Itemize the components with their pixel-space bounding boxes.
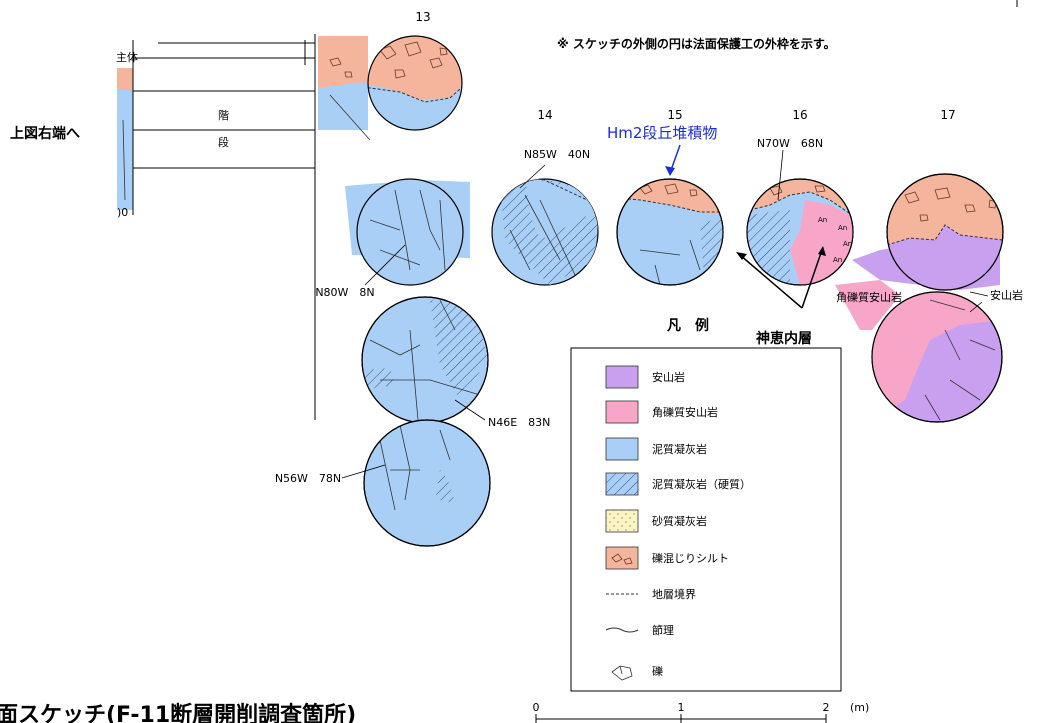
column-17: 17 — [940, 108, 955, 122]
legend-label-boundary: 地層境界 — [652, 587, 696, 601]
orientation-n80w: N80W 8N — [315, 286, 374, 299]
legend-swatch-breccia — [605, 400, 639, 424]
left-panel: 主体 階 段 )0 — [116, 34, 316, 420]
circle-row-14: An An An An — [345, 178, 854, 286]
legend-swatch-mud-tuff-hard — [605, 472, 639, 496]
stair-char-1: 階 — [218, 108, 229, 122]
legend-label-breccia: 角礫質安山岩 — [652, 405, 718, 419]
legend-label-mud-tuff-hard: 泥質凝灰岩（硬質） — [652, 477, 751, 491]
left-silt-strip — [117, 68, 133, 90]
breccia-label: 角礫質安山岩 — [836, 290, 902, 304]
hm2-label: Hm2段丘堆積物 — [607, 124, 717, 142]
legend-swatch-mud-tuff — [605, 437, 639, 461]
orientation-n70w: N70W 68N — [757, 137, 823, 150]
orientation-annotations: N85W 40N N70W 68N N80W 8N N46E 83N N56W … — [275, 137, 823, 485]
column-14: 14 — [537, 108, 552, 122]
scale-tick-1: 1 — [678, 701, 685, 714]
circle-13 — [318, 35, 463, 141]
kamie-label: 神恵内層 — [756, 330, 812, 347]
stair-char-2: 段 — [218, 135, 229, 149]
andesite-label: 安山岩 — [990, 288, 1023, 302]
an-mark-1: An — [818, 216, 827, 224]
andesite-leader-2 — [969, 301, 983, 313]
kamie-arrows — [736, 246, 826, 309]
column-13: 13 — [415, 10, 430, 24]
scale-tick-2: 2 — [823, 701, 830, 714]
an-mark-3: An — [843, 240, 852, 248]
legend-label-joint: 節理 — [652, 623, 674, 637]
legend-label-gravel-silt: 礫混じりシルト — [652, 551, 729, 565]
orientation-n46e: N46E 83N — [488, 416, 550, 429]
an-mark-4: An — [833, 256, 842, 264]
scale-bar: 0 1 2 (m) — [533, 701, 869, 723]
left-tuff-strip — [117, 90, 133, 210]
hm2-arrowhead — [665, 166, 675, 176]
legend-swatch-gravel — [611, 665, 633, 681]
legend-swatch-andesite — [605, 365, 639, 389]
bottom-caption: 面スケッチ(F-11断層開削調査箇所) — [0, 702, 356, 723]
orientation-n56w: N56W 78N — [275, 472, 341, 485]
orientation-n85w: N85W 40N — [524, 148, 590, 161]
legend-label-mud-tuff: 泥質凝灰岩 — [652, 442, 707, 456]
scale-unit: (m) — [850, 701, 869, 714]
left-top-label: 主体 — [116, 50, 138, 64]
legend-title: 凡 例 — [667, 317, 709, 334]
an-mark-2: An — [838, 224, 847, 232]
legend-swatch-gravel-silt — [605, 546, 639, 570]
column-16: 16 — [792, 108, 807, 122]
legend-box: 安山岩 角礫質安山岩 泥質凝灰岩 泥質凝灰岩（硬質） 砂質凝灰岩 礫混じりシルト… — [570, 347, 842, 692]
circle-lower-1 — [361, 296, 489, 424]
circle-andesite — [835, 280, 1003, 423]
legend-swatch-sand-tuff — [605, 509, 639, 533]
legend-swatch-joint — [605, 627, 639, 633]
legend-label-andesite: 安山岩 — [652, 370, 685, 384]
legend-label-sand-tuff: 砂質凝灰岩 — [652, 514, 707, 528]
circle-17 — [852, 173, 1004, 291]
left-label: 上図右端へ — [10, 125, 80, 142]
circle-lower-2 — [363, 419, 491, 547]
scale-tick-0: 0 — [533, 701, 540, 714]
left-partial-number: )0 — [117, 206, 128, 219]
sketch-note: ※ スケッチの外側の円は法面保護工の外枠を示す。 — [557, 36, 836, 51]
column-15: 15 — [667, 108, 682, 122]
legend-label-gravel: 礫 — [652, 664, 663, 678]
andesite-leader — [969, 291, 989, 297]
